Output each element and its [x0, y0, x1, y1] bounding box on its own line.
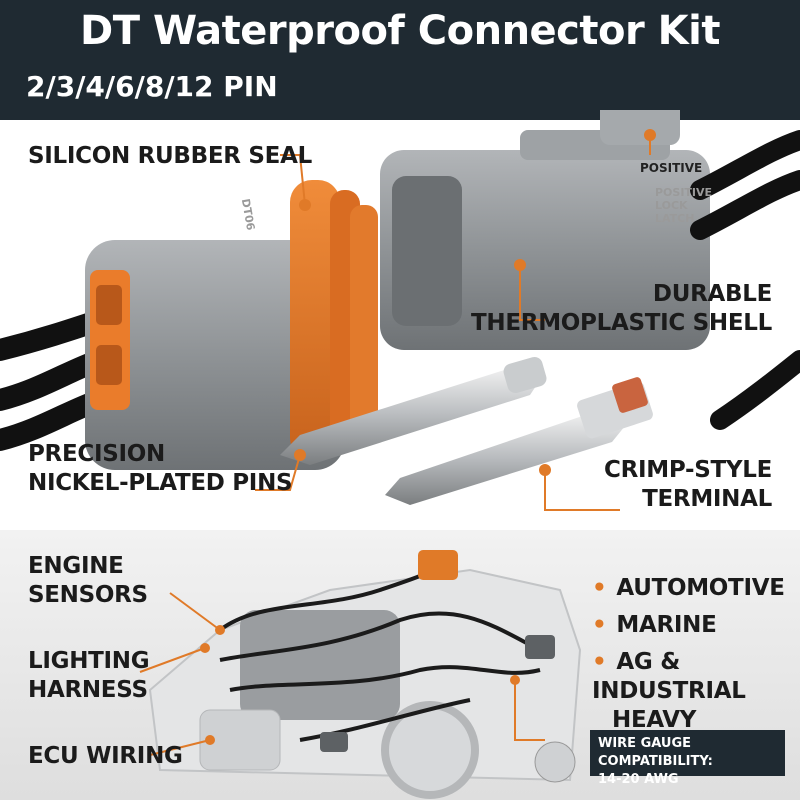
- wire-gauge-line1: WIRE GAUGE COMPATIBILITY:: [598, 736, 713, 769]
- silicon-seal: [290, 180, 378, 460]
- latch-marking-line: LATCH: [655, 212, 695, 225]
- wire-gauge-banner: [590, 730, 785, 776]
- callout-dot: [644, 129, 656, 141]
- pins-label-line2: NICKEL-PLATED PINS: [28, 470, 293, 496]
- application-item: •AG & INDUSTRIAL: [592, 648, 800, 706]
- car-illustration: [139, 550, 582, 799]
- application-item-label: AG & INDUSTRIAL: [592, 649, 746, 704]
- lighting-harness-line1: LIGHTING: [28, 648, 150, 674]
- crimp-terminal: [385, 377, 653, 505]
- application-item: • MARINE: [592, 611, 800, 640]
- shell-label: DURABLE THERMOPLASTIC SHELL: [471, 280, 772, 338]
- latch-marking: POSITIVE LOCK LATCH: [655, 186, 712, 225]
- lighting-harness-line2: HARNESS: [28, 677, 148, 703]
- pins-label-line1: PRECISION: [28, 441, 165, 467]
- bullet-dot-icon: •: [592, 612, 607, 638]
- application-item-label: MARINE: [616, 612, 717, 638]
- pin-options: 2/3/4/6/8/12 PIN: [26, 70, 278, 103]
- page-title: DT Waterproof Connector Kit: [80, 8, 720, 54]
- wire-bundle-right: [690, 130, 800, 430]
- ecu-wiring-label: ECU WIRING: [28, 743, 183, 769]
- engine-sensors-line1: ENGINE: [28, 553, 124, 579]
- wire-gauge-text: WIRE GAUGE COMPATIBILITY: 14-20 AWG: [598, 735, 800, 789]
- nickel-pin: [280, 356, 547, 465]
- callout-dot: [299, 199, 311, 211]
- latch-marking-line: POSITIVE: [655, 186, 713, 199]
- latch-marking-line: LOCK: [655, 199, 688, 212]
- title-banner: [0, 0, 800, 120]
- engine-sensors-label: ENGINE SENSORS: [28, 552, 148, 610]
- application-item: • AUTOMOTIVE: [592, 574, 800, 603]
- application-item-label: AUTOMOTIVE: [616, 575, 785, 601]
- lighting-harness-label: LIGHTING HARNESS: [28, 647, 150, 705]
- shell-label-line1: DURABLE: [652, 281, 772, 307]
- positive-label: POSITIVE: [640, 161, 703, 175]
- pins-label: PRECISION NICKEL-PLATED PINS: [28, 440, 293, 498]
- crimp-label-line1: CRIMP-STYLE: [603, 457, 772, 483]
- seal-label: SILICON RUBBER SEAL: [28, 143, 312, 169]
- callout-lines: [255, 135, 651, 511]
- shell-label-line2: THERMOPLASTIC SHELL: [471, 310, 772, 336]
- callout-dot: [514, 259, 526, 271]
- connector-illustration: [0, 110, 800, 511]
- crimp-label: CRIMP-STYLE TERMINAL: [604, 456, 772, 514]
- female-connector: [85, 240, 345, 470]
- callout-dot: [539, 464, 551, 476]
- bullet-dot-icon: •: [592, 575, 607, 601]
- crimp-label-line2: TERMINAL: [642, 486, 772, 512]
- bullet-dot-icon: •: [592, 649, 607, 675]
- callout-dot: [294, 449, 306, 461]
- engine-sensors-line2: SENSORS: [28, 582, 148, 608]
- wire-cross-section: [534, 741, 576, 783]
- male-connector: [380, 110, 710, 350]
- wire-gauge-line2: 14-20 AWG: [598, 772, 679, 787]
